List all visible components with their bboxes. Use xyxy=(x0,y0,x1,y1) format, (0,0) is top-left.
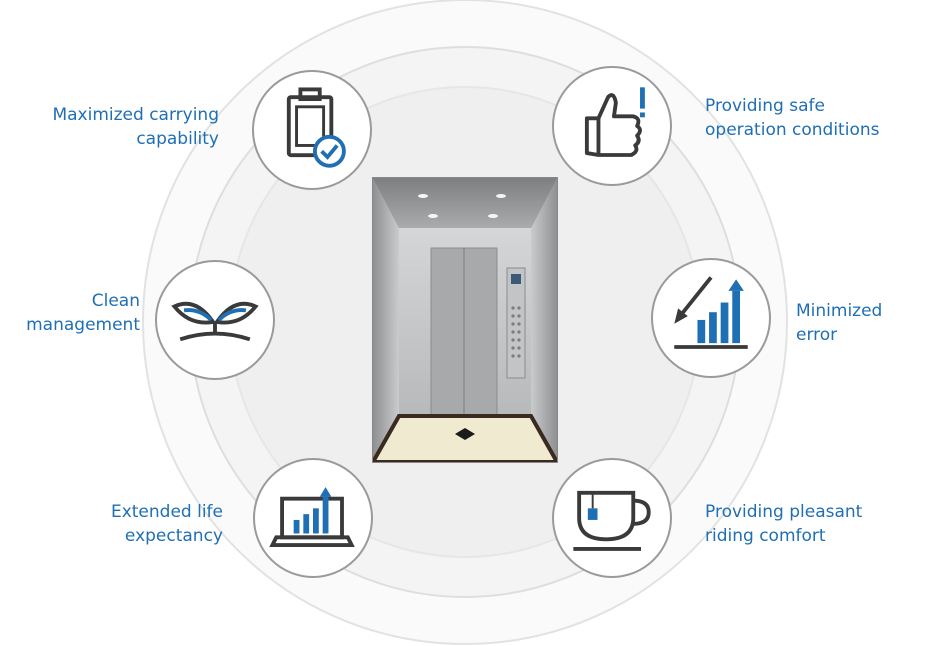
feature-label-life: Extended life expectancy xyxy=(110,502,223,546)
rising-chart-icon xyxy=(674,276,748,349)
feature-badge-carrying xyxy=(252,70,372,190)
feature-badge-error xyxy=(651,258,771,378)
laptop-chart-icon xyxy=(269,487,355,547)
feature-label-clean: Clean management xyxy=(26,291,140,335)
clipboard-check-icon xyxy=(286,87,346,168)
sprout-icon xyxy=(171,301,259,342)
feature-label-safe: Providing safe operation conditions xyxy=(705,96,880,140)
feature-label-carrying: Maximized carrying capability xyxy=(52,105,219,149)
feature-badge-safe xyxy=(552,66,672,186)
thumbs-up-icon xyxy=(584,87,645,157)
feature-badge-life xyxy=(253,458,373,578)
feature-label-error: Minimized error xyxy=(796,301,883,345)
feature-label-comfort: Providing pleasant riding comfort xyxy=(705,502,863,546)
feature-badge-comfort xyxy=(552,458,672,578)
elevator-cabin-image xyxy=(372,177,558,463)
tea-cup-icon xyxy=(573,490,651,551)
feature-badge-clean xyxy=(155,260,275,380)
